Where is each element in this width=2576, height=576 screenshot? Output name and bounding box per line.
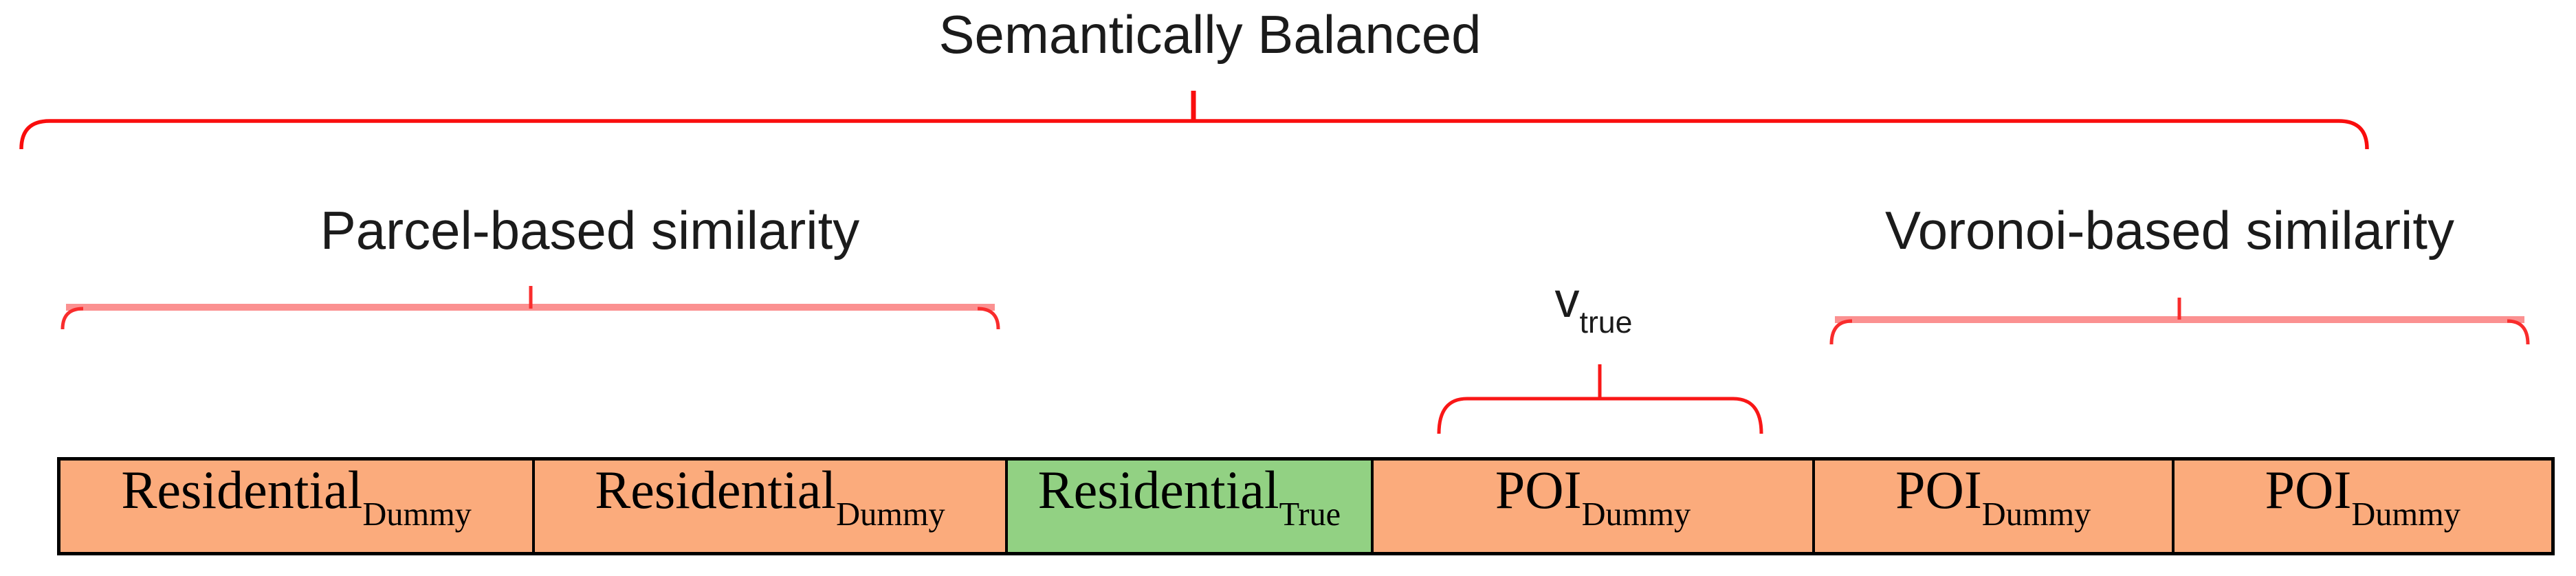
cell-label: ResidentialTrue	[1037, 461, 1341, 533]
cell-label: ResidentialDummy	[595, 461, 945, 533]
cell-label: POIDummy	[1495, 461, 1691, 533]
semantic-brace-body	[19, 119, 2369, 150]
table-cell-residential-dummy-2: ResidentialDummy	[535, 461, 1008, 552]
cell-subscript: Dummy	[2351, 496, 2461, 533]
parcel-brace-left-end	[60, 307, 84, 330]
v-true-subscript: true	[1579, 306, 1633, 340]
voronoi-similarity-label: Voronoi-based similarity	[1884, 200, 2455, 261]
vtrue-brace-body	[1437, 397, 1763, 434]
voronoi-brace-right-end	[2507, 319, 2530, 345]
v-true-base: v	[1554, 273, 1580, 328]
parcel-brace-right-end	[977, 307, 1000, 330]
diagram-title: Semantically Balanced	[938, 4, 1482, 65]
table-cell-poi-dummy-1: POIDummy	[1374, 461, 1815, 552]
cell-subscript: True	[1279, 496, 1341, 533]
table-cell-poi-dummy-2: POIDummy	[1814, 461, 2175, 552]
cell-subscript: Dummy	[362, 496, 472, 533]
table-cell-poi-dummy-3: POIDummy	[2174, 461, 2551, 552]
cell-subscript: Dummy	[1981, 496, 2091, 533]
table-cell-residential-true: ResidentialTrue	[1007, 461, 1374, 552]
cell-label: POIDummy	[1895, 461, 2091, 533]
v-true-label: vtrue	[1554, 272, 1633, 338]
cell-label: ResidentialDummy	[121, 461, 472, 533]
table-cell-residential-dummy-1: ResidentialDummy	[60, 461, 536, 552]
voronoi-brace-left-end	[1829, 319, 1853, 345]
parcel-similarity-label: Parcel-based similarity	[320, 200, 860, 261]
cell-subscript: Dummy	[836, 496, 945, 533]
cells-table: ResidentialDummy ResidentialDummy Reside…	[57, 457, 2555, 555]
cell-label: POIDummy	[2265, 461, 2461, 533]
cell-subscript: Dummy	[1581, 496, 1691, 533]
